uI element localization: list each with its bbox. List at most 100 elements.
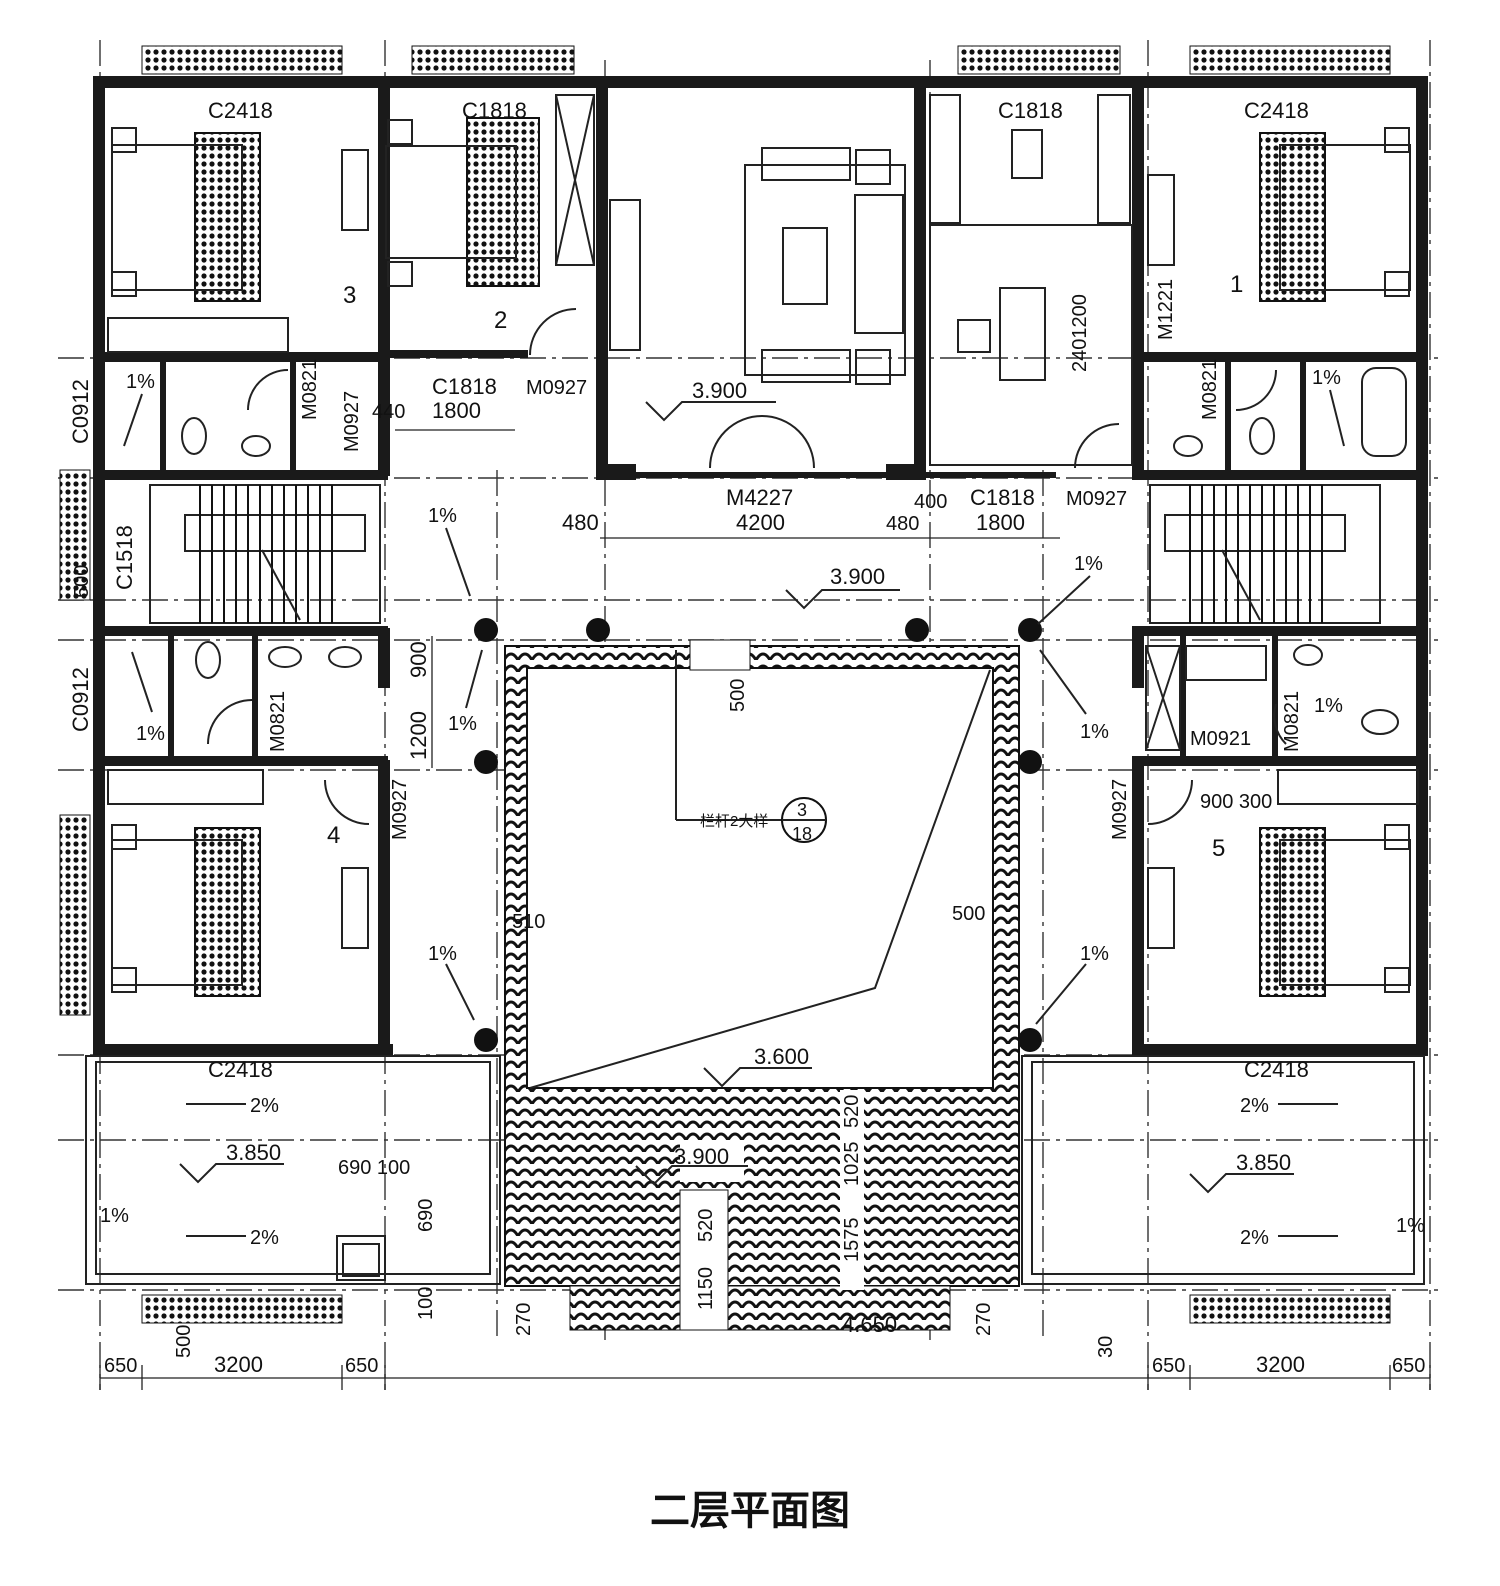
room-number: 1 bbox=[1230, 271, 1243, 298]
slope-label: 1% bbox=[1312, 367, 1341, 389]
dimension-label: 650 bbox=[345, 1355, 378, 1377]
window-label: C1818 bbox=[462, 98, 527, 123]
slope-label: 2% bbox=[250, 1227, 279, 1249]
dimension-label: 650 bbox=[1152, 1355, 1185, 1377]
slope-label: 1% bbox=[428, 505, 457, 527]
elevation-label: 3.850 bbox=[1236, 1150, 1291, 1175]
dimension-label: 480 bbox=[886, 513, 919, 535]
detail-callout bbox=[781, 797, 827, 843]
dimension-label: 4200 bbox=[736, 510, 785, 535]
slope-label: 1% bbox=[136, 723, 165, 745]
dimension-label: 100 bbox=[415, 1287, 437, 1320]
room-number: 3 bbox=[343, 282, 356, 309]
window-label: C1518 bbox=[112, 525, 137, 590]
walls bbox=[93, 76, 1428, 1056]
door-label: M0927 bbox=[389, 779, 411, 840]
door-label: M0927 bbox=[526, 377, 587, 399]
room-number: 4 bbox=[327, 822, 340, 849]
dimension-label: 520 bbox=[841, 1095, 863, 1128]
dimension-label: 30 bbox=[1095, 1336, 1117, 1358]
window-label: C1818 bbox=[998, 98, 1063, 123]
drawing-title: 二层平面图 bbox=[650, 1488, 850, 1534]
stairs bbox=[149, 484, 1381, 624]
slope-label: 1% bbox=[1074, 553, 1103, 575]
dimension-label: 510 bbox=[512, 911, 545, 933]
dimension-label: 500 bbox=[71, 565, 93, 598]
dimension-label: 520 bbox=[695, 1209, 717, 1242]
window-label: C2418 bbox=[1244, 98, 1309, 123]
dimension-label: 440 bbox=[372, 401, 405, 423]
elevation-label: 3.900 bbox=[692, 378, 747, 403]
slope-label: 1% bbox=[1080, 943, 1109, 965]
slope-label: 1% bbox=[448, 713, 477, 735]
courtyard bbox=[504, 639, 1020, 1331]
window-label: C0912 bbox=[68, 667, 93, 732]
window-label: C0912 bbox=[68, 379, 93, 444]
elevation-markers bbox=[179, 401, 1294, 1194]
dimension-label: 2401200 bbox=[1069, 294, 1091, 372]
slope-label: 1% bbox=[1396, 1215, 1425, 1237]
dimension-label: 400 bbox=[914, 491, 947, 513]
elevation-label: 3.900 bbox=[674, 1144, 729, 1169]
dimension-label: 270 bbox=[513, 1303, 535, 1336]
dimension-label: 650 bbox=[104, 1355, 137, 1377]
slope-label: 2% bbox=[250, 1095, 279, 1117]
slope-label: 2% bbox=[1240, 1227, 1269, 1249]
dimension-label: 690 100 bbox=[338, 1157, 410, 1179]
slope-label: 1% bbox=[100, 1205, 129, 1227]
balconies bbox=[85, 1055, 1425, 1285]
slope-label: 1% bbox=[1314, 695, 1343, 717]
elevation-label: 3.600 bbox=[754, 1044, 809, 1069]
dimension-label: 4.650 bbox=[842, 1312, 897, 1337]
door-swings bbox=[207, 308, 1287, 825]
elevation-label: 3.850 bbox=[226, 1140, 281, 1165]
dimension-label: 480 bbox=[562, 510, 599, 535]
window-sills bbox=[59, 45, 1391, 1324]
elevation-label: 3.900 bbox=[830, 564, 885, 589]
window-label: C1818 bbox=[970, 485, 1035, 510]
door-label: M0927 bbox=[1109, 779, 1131, 840]
dimension-label: 500 bbox=[952, 903, 985, 925]
dimension-label: 500 bbox=[727, 679, 749, 712]
room-number: 5 bbox=[1212, 835, 1225, 862]
door-label: M0921 bbox=[1190, 728, 1251, 750]
window-label: C2418 bbox=[208, 98, 273, 123]
door-label: M0821 bbox=[267, 691, 289, 752]
door-label: M0927 bbox=[341, 391, 363, 452]
dimension-label: 270 bbox=[973, 1303, 995, 1336]
slope-label: 1% bbox=[126, 371, 155, 393]
dimension-label: 1200 bbox=[406, 711, 431, 760]
dimension-label: 690 bbox=[415, 1199, 437, 1232]
dimension-label: 1150 bbox=[695, 1267, 717, 1310]
dimension-label: 900 300 bbox=[1200, 791, 1272, 813]
slope-label: 2% bbox=[1240, 1095, 1269, 1117]
room-number: 2 bbox=[494, 307, 507, 334]
floor-plan-drawing: 3 2 1 4 5 C2418 C1818 C1818 C2418 C1818 … bbox=[58, 40, 1440, 1390]
dimension-lines bbox=[99, 429, 1431, 1390]
dimension-label: 1575 bbox=[841, 1218, 863, 1263]
fixtures bbox=[107, 94, 1419, 949]
dimension-label: 1800 bbox=[432, 398, 481, 423]
dimension-label: 500 bbox=[173, 1325, 195, 1358]
columns bbox=[474, 618, 1042, 1052]
door-label: M4227 bbox=[726, 485, 793, 510]
callout-number: 3 bbox=[797, 800, 807, 820]
slope-label: 1% bbox=[1080, 721, 1109, 743]
door-label: M0821 bbox=[1199, 359, 1221, 420]
beds bbox=[111, 117, 1411, 997]
door-label: M1221 bbox=[1155, 279, 1177, 340]
window-label: C1818 bbox=[432, 374, 497, 399]
dimension-label: 1025 bbox=[841, 1142, 863, 1187]
window-label: C2418 bbox=[208, 1057, 273, 1082]
callout-note: 栏杆2大样 bbox=[700, 813, 768, 830]
door-label: M0821 bbox=[1281, 691, 1303, 752]
door-label: M0821 bbox=[299, 359, 321, 420]
callout-sheet: 18 bbox=[792, 824, 812, 844]
window-label: C2418 bbox=[1244, 1057, 1309, 1082]
slope-label: 1% bbox=[428, 943, 457, 965]
dimension-label: 900 bbox=[406, 641, 431, 678]
slope-arrows bbox=[123, 389, 1345, 1237]
door-label: M0927 bbox=[1066, 488, 1127, 510]
dimension-label: 3200 bbox=[214, 1352, 263, 1377]
dimension-label: 650 bbox=[1392, 1355, 1425, 1377]
